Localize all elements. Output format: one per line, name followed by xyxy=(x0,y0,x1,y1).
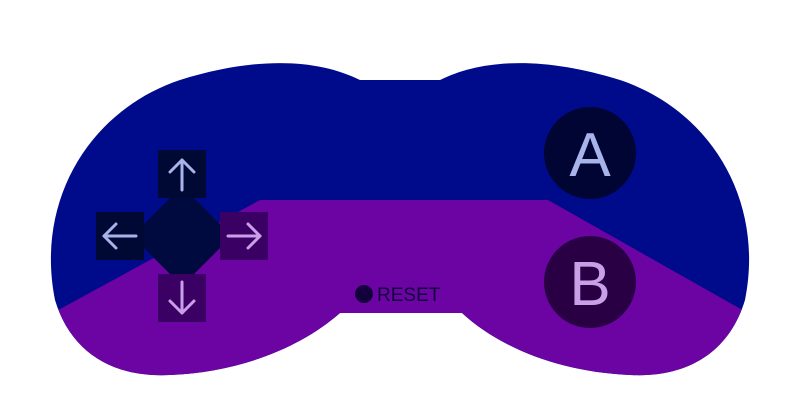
reset-button[interactable]: RESET xyxy=(355,285,441,306)
dpad-down-button[interactable] xyxy=(158,274,206,322)
reset-label: RESET xyxy=(377,285,441,306)
dpad xyxy=(96,150,268,322)
b-button[interactable]: B xyxy=(544,236,636,328)
a-button-circle xyxy=(544,107,636,199)
dpad-left-button[interactable] xyxy=(96,212,144,260)
arrow-down-icon xyxy=(168,280,196,315)
arrow-left-icon xyxy=(102,222,138,250)
b-button-label: B xyxy=(569,250,610,319)
b-button-circle xyxy=(544,236,636,328)
dot-icon xyxy=(355,285,373,303)
dpad-up-button[interactable] xyxy=(158,150,206,198)
dpad-center-hub xyxy=(132,186,232,286)
arrow-right-icon xyxy=(226,222,262,250)
a-button-label: A xyxy=(569,121,611,190)
arrow-up-icon xyxy=(168,158,196,192)
dpad-right-button[interactable] xyxy=(220,212,268,260)
a-button[interactable]: A xyxy=(544,107,636,199)
